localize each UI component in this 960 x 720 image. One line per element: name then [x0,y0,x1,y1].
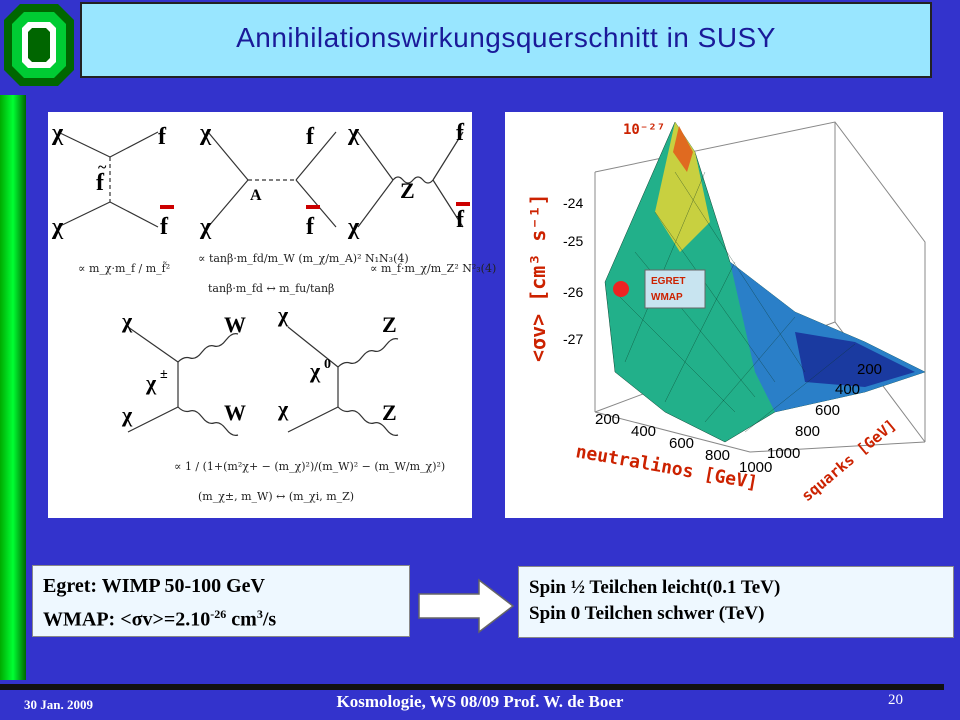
a-boson-label: A [250,187,262,204]
feynman-diagrams-svg: χ χ f f f ~ χ χ f f A χ χ f f Z χ χ χ ± … [51,120,496,503]
plot-top-label: 10⁻²⁷ [623,122,665,138]
z-tick-4: -27 [563,331,583,347]
chi-label-7: χ [121,308,133,333]
x-tick-2: 400 [631,423,656,440]
legend-box [644,269,706,309]
z-boson-label: Z [400,178,415,203]
egret-wmap-marker [613,281,629,297]
prop-formula-2b: tanβ·m_fd ↔ m_fu/tanβ [208,282,334,295]
prop-formula-3: ∝ m_f·m_χ/m_Z² N²₃(4) [370,262,496,275]
annihilation-surface-plot-panel: EGRET WMAP 10⁻²⁷ <σv> [cm³ s⁻¹] -24 -25 … [505,112,943,518]
x-axis-label: neutralinos [GeV] [574,441,759,494]
spin-half-line: Spin ½ Teilchen leicht(0.1 TeV) [529,577,781,598]
z-tick-1: -24 [563,195,583,211]
z-tick-2: -25 [563,233,583,249]
x-tick-4: 800 [705,447,730,464]
x-tick-5: 1000 [739,459,772,476]
f-label-2: f [160,214,169,240]
chi-label-3: χ [199,120,212,146]
z-label-2: Z [382,400,397,425]
sfermion-tilde: ~ [98,159,107,176]
left-accent-bar [0,95,26,680]
z-axis-label: <σv> [cm³ s⁻¹] [526,193,550,362]
chi-pm-sup: ± [160,367,168,382]
spin-zero-line: Spin 0 Teilchen schwer (TeV) [529,603,765,624]
egret-wmap-info-box: Egret: WIMP 50-100 GeV WMAP: <σv>=2.10-2… [32,565,410,637]
w-label-2: W [224,400,246,425]
y-tick-1: 200 [857,361,882,378]
y-tick-3: 600 [815,402,840,419]
wmap-unit: cm [226,608,257,631]
wmap-unit-exponent: 3 [256,607,263,621]
x-tick-1: 200 [595,411,620,428]
chi-label-1: χ [51,120,64,146]
z-tick-3: -26 [563,284,583,300]
w-label-1: W [224,312,246,337]
legend-egret: EGRET [651,276,685,287]
wmap-value: WMAP: <σv>=2.10 [43,608,211,631]
chi0-label: χ [309,358,321,383]
chi-label-10: χ [277,396,289,421]
feynman-diagrams-panel: χ χ f f f ~ χ χ f f A χ χ f f Z χ χ χ ± … [48,112,496,518]
surface-plot-svg: EGRET WMAP 10⁻²⁷ <σv> [cm³ s⁻¹] -24 -25 … [526,121,926,505]
footer-divider [0,684,944,690]
y-tick-2: 400 [835,381,860,398]
chi-label-4: χ [199,214,212,240]
wmap-unit-post: /s [262,608,277,631]
title-box: Annihilationswirkungsquerschnitt in SUSY [80,2,932,78]
chi0-sup: 0 [324,357,331,372]
prop-formula-1: ∝ m_χ·m_f / m_f̃² [78,262,170,275]
legend-wmap: WMAP [651,292,683,303]
y-tick-5: 1000 [767,445,800,462]
chi-label-9: χ [277,302,289,327]
f-label-1: f [158,124,167,150]
prop-formula-4b: (m_χ±, m_W) ↔ (m_χi, m_Z) [198,490,354,503]
prop-formula-2: ∝ tanβ·m_fd/m_W (m_χ/m_A)² N₁N₃(4) [198,252,409,265]
right-arrow-icon [418,578,515,634]
chi-pm-label: χ [145,370,157,395]
sfermion-label: f [96,170,105,196]
chi-label-8: χ [121,402,133,427]
f-label-5: f [456,120,465,146]
info-line-egret: Egret: WIMP 50-100 GeV [43,575,266,597]
prop-formula-4: ∝ 1 / (1+(m²χ+ − (m_χ)²)/(m_W)² − (m_W/m… [174,460,445,473]
f-label-6: f [456,207,465,233]
f-label-4: f [306,214,315,240]
footer-date: 30 Jan. 2009 [24,697,93,712]
chi-label-6: χ [347,214,360,240]
wmap-exponent: -26 [210,607,227,621]
chi-label-5: χ [347,120,360,146]
x-tick-3: 600 [669,435,694,452]
spin-info-box: Spin ½ Teilchen leicht(0.1 TeV) Spin 0 T… [518,566,954,638]
info-line-wmap: WMAP: <σv>=2.10-26 cm3/s [43,600,399,634]
chi-label-2: χ [51,214,64,240]
university-logo [4,4,74,86]
page-number: 20 [888,692,903,708]
f-label-3: f [306,124,315,150]
slide-title: Annihilationswirkungsquerschnitt in SUSY [236,22,776,53]
z-label-1: Z [382,312,397,337]
y-tick-4: 800 [795,423,820,440]
footer-course: Kosmologie, WS 08/09 Prof. W. de Boer [336,692,624,711]
